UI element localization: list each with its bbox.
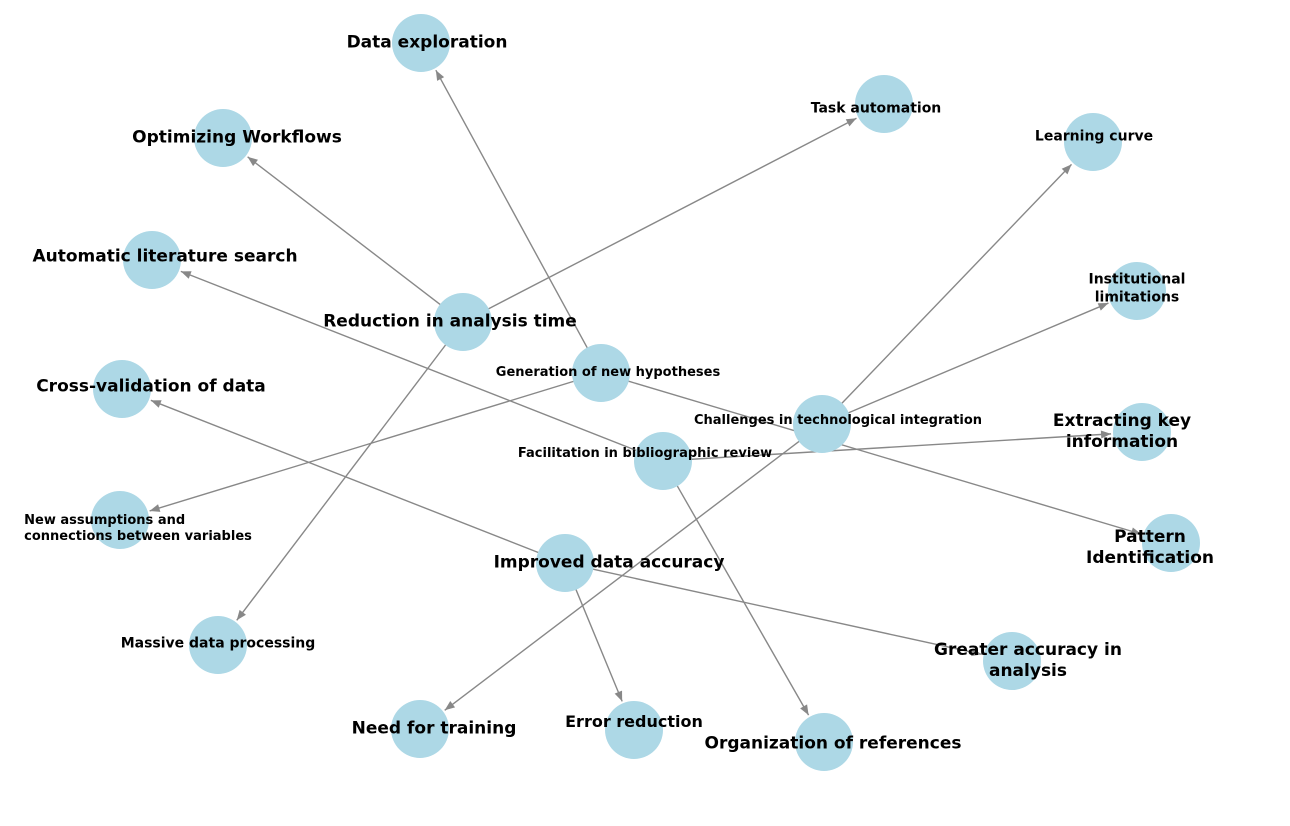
node-reduction-in-analysis-time[interactable] <box>434 293 492 351</box>
edge-facilitation-in-bibliographic-review-to-organization-of-references <box>675 484 810 716</box>
node-data-exploration[interactable] <box>392 14 450 72</box>
node-extracting-key-information[interactable] <box>1113 403 1171 461</box>
edge-improved-data-accuracy-to-error-reduction <box>574 587 623 702</box>
edge-facilitation-in-bibliographic-review-to-automatic-literature-search <box>180 270 639 452</box>
edge-generation-of-new-hypotheses-to-pattern-identification <box>626 380 1142 536</box>
edge-improved-data-accuracy-to-greater-accuracy-in-analysis <box>591 568 982 657</box>
node-learning-curve[interactable] <box>1064 113 1122 171</box>
node-new-assumptions-and-connections-between-variables[interactable] <box>91 491 149 549</box>
edge-improved-data-accuracy-to-cross-validation-of-data <box>150 399 541 554</box>
node-greater-accuracy-in-analysis[interactable] <box>983 632 1041 690</box>
edge-challenges-in-technological-integration-to-learning-curve <box>840 163 1073 406</box>
node-challenges-in-technological-integration[interactable] <box>793 395 851 453</box>
edge-reduction-in-analysis-time-to-optimizing-workflows <box>247 156 442 307</box>
node-facilitation-in-bibliographic-review[interactable] <box>634 432 692 490</box>
node-task-automation[interactable] <box>855 75 913 133</box>
node-pattern-identification[interactable] <box>1142 514 1200 572</box>
edge-facilitation-in-bibliographic-review-to-extracting-key-information <box>689 430 1112 461</box>
edge-generation-of-new-hypotheses-to-data-exploration <box>435 69 589 350</box>
edge-reduction-in-analysis-time-to-massive-data-processing <box>236 343 448 621</box>
node-generation-of-new-hypotheses[interactable] <box>572 344 630 402</box>
edge-reduction-in-analysis-time-to-task-automation <box>486 117 857 311</box>
node-cross-validation-of-data[interactable] <box>93 360 151 418</box>
node-massive-data-processing[interactable] <box>189 616 247 674</box>
node-need-for-training[interactable] <box>391 700 449 758</box>
edge-generation-of-new-hypotheses-to-new-assumptions-and-connections-between-variables <box>149 380 576 512</box>
node-organization-of-references[interactable] <box>795 713 853 771</box>
node-optimizing-workflows[interactable] <box>194 109 252 167</box>
node-error-reduction[interactable] <box>605 701 663 759</box>
node-institutional-limitations[interactable] <box>1108 262 1166 320</box>
node-improved-data-accuracy[interactable] <box>536 534 594 592</box>
node-automatic-literature-search[interactable] <box>123 231 181 289</box>
edge-challenges-in-technological-integration-to-institutional-limitations <box>846 302 1109 415</box>
